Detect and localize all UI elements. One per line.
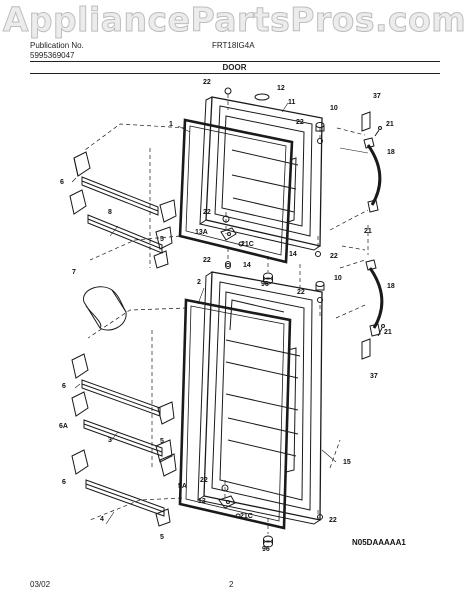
freezer-shelf-bracket-left-1 [73, 151, 91, 177]
freezer-screw-22a [224, 87, 232, 95]
freezer-door-liner [214, 105, 313, 237]
callout-6: 6 [62, 383, 66, 390]
callout-22: 22 [200, 477, 208, 484]
fresh-food-screw-22h [221, 484, 229, 492]
freezer-cam-13a [220, 227, 237, 241]
fresh-food-shelf-rail-1 [81, 379, 161, 417]
callout-5: 5 [160, 236, 164, 243]
freezer-shelf-bracket-right-2 [155, 226, 173, 250]
callout-10: 10 [334, 275, 342, 282]
fresh-food-screw-22f [225, 263, 231, 269]
fresh-food-handle-screw-21 [377, 324, 385, 337]
callout-15: 15 [343, 459, 351, 466]
header-rule [30, 61, 440, 62]
footer-date: 03/02 [30, 580, 51, 589]
illustration-code: N05DAAAAA1 [352, 538, 406, 547]
model-number: FRT18IG4A [212, 41, 255, 50]
callout-22: 22 [329, 517, 337, 524]
callout-37: 37 [373, 93, 381, 100]
callout-13: 13 [198, 498, 206, 505]
callout-4: 4 [100, 516, 104, 523]
callout-11: 11 [288, 99, 296, 106]
freezer-door-outer-panel [199, 96, 323, 251]
fresh-food-door-gasket [178, 298, 292, 530]
callout-5a: 5A [178, 483, 187, 490]
fresh-food-shelf-rail-3 [85, 479, 165, 517]
freezer-stop-10 [315, 122, 325, 132]
callout-3: 3 [108, 437, 112, 444]
freezer-handle-screw-21 [374, 126, 382, 137]
callout-7: 7 [72, 269, 76, 276]
freezer-screw-22d [225, 261, 231, 267]
callout-12: 12 [277, 85, 285, 92]
callout-21: 21 [386, 121, 394, 128]
fresh-food-stop-10 [315, 281, 325, 291]
callout-21c: 21C [240, 513, 253, 520]
fresh-food-screw-22g [317, 297, 323, 303]
fresh-food-bracket-right-4 [155, 508, 171, 527]
callout-21: 21 [384, 329, 392, 336]
fresh-food-handle [365, 259, 384, 337]
fresh-food-screw-22i [317, 514, 323, 520]
callout-10: 10 [330, 105, 338, 112]
callout-37: 37 [370, 373, 378, 380]
callout-96: 96 [262, 546, 270, 553]
freezer-handle [363, 137, 382, 213]
fresh-food-bracket-right-3 [159, 453, 177, 477]
callout-8: 8 [108, 209, 112, 216]
section-title: DOOR [222, 63, 247, 72]
callout-22: 22 [297, 289, 305, 296]
callout-14: 14 [289, 251, 297, 258]
callout-2: 2 [197, 279, 201, 286]
fresh-food-handle-cap-37 [361, 338, 371, 360]
freezer-handle-cap-37 [361, 111, 371, 132]
callout-22: 22 [203, 209, 211, 216]
fresh-food-bracket-left-2 [71, 391, 89, 417]
fresh-food-screw-21c [235, 513, 241, 519]
fresh-food-bracket-right-1 [157, 401, 175, 425]
fresh-food-plug-96 [263, 535, 273, 548]
callout-14: 14 [243, 262, 251, 269]
callout-22: 22 [203, 79, 211, 86]
freezer-shelf-bracket-right-1 [159, 199, 177, 223]
freezer-plug-12 [254, 93, 270, 101]
title-rule [30, 73, 440, 74]
freezer-screw-22b [317, 138, 323, 144]
callout-5: 5 [160, 534, 164, 541]
callout-6a: 6A [59, 423, 68, 430]
callout-18: 18 [387, 283, 395, 290]
callout-96: 96 [261, 281, 269, 288]
callout-1: 1 [169, 121, 173, 128]
callout-22: 22 [330, 253, 338, 260]
fresh-food-door-liner [211, 281, 313, 511]
dairy-compartment-7 [83, 286, 127, 331]
fresh-food-bracket-right-2 [155, 439, 173, 463]
freezer-screw-22c [222, 215, 230, 223]
callout-22: 22 [203, 257, 211, 264]
freezer-shelf-rail-lower [87, 214, 163, 254]
fresh-food-shelf-rail-2 [83, 419, 163, 457]
callout-21: 21 [364, 228, 372, 235]
freezer-shelf-bracket-bottom [153, 250, 169, 269]
freezer-shelf-bracket-left-2 [69, 189, 87, 215]
watermark: AppliancePartsPros.com [2, 0, 467, 40]
freezer-screw-21c [238, 241, 244, 247]
callout-18: 18 [387, 149, 395, 156]
callout-21c: 21C [241, 241, 254, 248]
callout-13a: 13A [195, 229, 208, 236]
fresh-food-cam-13 [218, 495, 236, 509]
freezer-door-gasket [178, 118, 294, 264]
freezer-screw-22e [315, 251, 321, 257]
fresh-food-bracket-left-3 [71, 449, 89, 475]
callout-6: 6 [62, 479, 66, 486]
fresh-food-bracket-left-1 [71, 353, 89, 379]
publication-number: 5995369047 [30, 51, 75, 60]
callout-6: 6 [60, 179, 64, 186]
publication-label: Publication No. [30, 41, 84, 50]
callout-5: 5 [160, 438, 164, 445]
freezer-shelf-rail-upper [81, 176, 159, 216]
footer-page-number: 2 [229, 580, 234, 589]
callout-22: 22 [296, 119, 304, 126]
